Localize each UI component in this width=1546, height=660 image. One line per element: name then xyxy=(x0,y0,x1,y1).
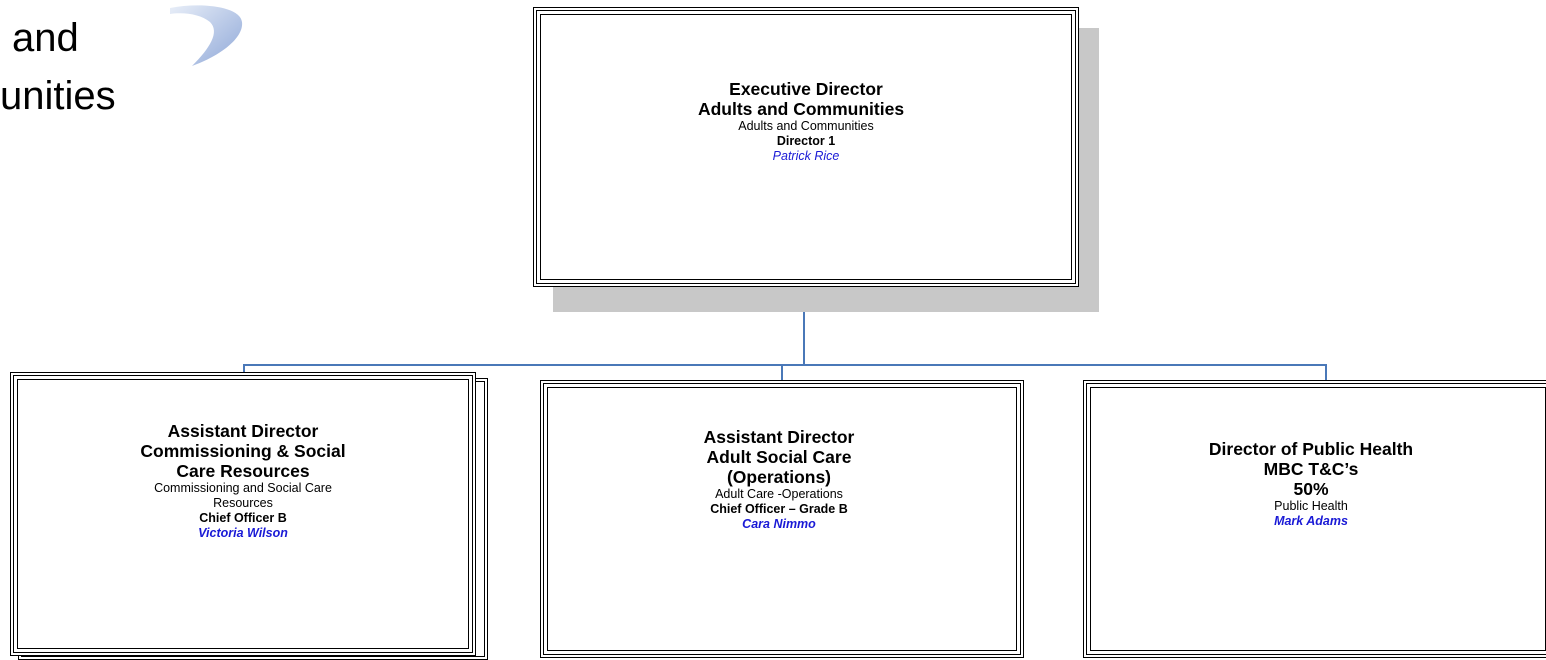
public-health-title-line1: Director of Public Health xyxy=(1208,439,1414,459)
operations-title-line2: Adult Social Care xyxy=(706,447,852,467)
operations-name: Cara Nimmo xyxy=(742,517,816,531)
commissioning-grade: Chief Officer B xyxy=(199,511,287,525)
connector-horizontal xyxy=(243,364,1327,366)
commissioning-title-line1: Assistant Director xyxy=(167,421,319,441)
public-health-name: Mark Adams xyxy=(1274,514,1348,528)
operations-department: Adult Care -Operations xyxy=(715,487,843,501)
logo-swoosh xyxy=(170,5,243,66)
public-health-box: Director of Public Health MBC T&C’s 50% … xyxy=(1083,380,1546,658)
public-health-title-line2: MBC T&C’s xyxy=(1263,459,1359,479)
commissioning-box: Assistant Director Commissioning & Socia… xyxy=(10,372,476,656)
operations-title-line3: (Operations) xyxy=(726,467,832,487)
executive-title-line1: Executive Director xyxy=(729,79,883,99)
commissioning-department-line1: Commissioning and Social Care xyxy=(154,481,332,495)
connector-vertical-top xyxy=(803,286,805,364)
public-health-department: Public Health xyxy=(1274,499,1348,513)
connector-drop-right xyxy=(1325,364,1327,380)
commissioning-department-line2: Resources xyxy=(213,496,273,510)
logo-text-line2: unities xyxy=(0,74,116,118)
operations-grade: Chief Officer – Grade B xyxy=(710,502,848,516)
operations-title-line1: Assistant Director xyxy=(703,427,855,447)
connector-drop-left xyxy=(243,364,245,376)
executive-grade: Director 1 xyxy=(776,134,836,148)
connector-drop-middle xyxy=(781,364,783,380)
executive-title-line2: Adults and Communities xyxy=(697,99,905,119)
executive-department: Adults and Communities xyxy=(738,119,874,133)
commissioning-title-line2: Commissioning & Social xyxy=(140,441,346,461)
executive-director-box: Executive Director Adults and Communitie… xyxy=(533,7,1079,287)
commissioning-title-line3: Care Resources xyxy=(176,461,310,481)
commissioning-name: Victoria Wilson xyxy=(198,526,288,540)
logo-text-line1: and xyxy=(12,16,79,60)
executive-name: Patrick Rice xyxy=(772,149,840,163)
public-health-title-line3: 50% xyxy=(1293,479,1329,499)
operations-box: Assistant Director Adult Social Care (Op… xyxy=(540,380,1024,658)
